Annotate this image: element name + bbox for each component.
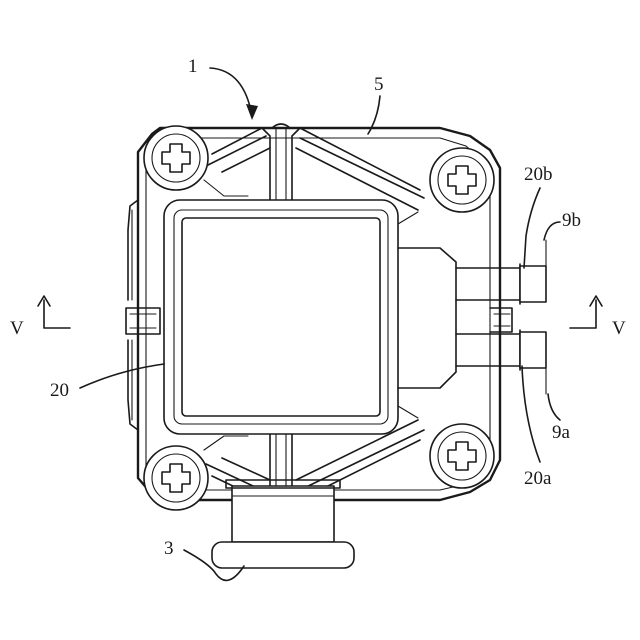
label-terminal-lower: 9a: [552, 422, 571, 443]
screw-bottom-left: [144, 446, 208, 510]
section-arrow-right: [570, 296, 602, 328]
label-terminal-upper: 9b: [562, 210, 581, 231]
label-section-right: V: [612, 318, 626, 339]
label-section-left: V: [10, 318, 24, 339]
label-assembly: 1: [188, 56, 198, 77]
label-cover: 5: [374, 74, 384, 95]
label-connector: 3: [164, 538, 174, 559]
label-housing: 20: [50, 380, 69, 401]
label-housing-lower: 20a: [524, 468, 552, 489]
arrow-head-icon: [246, 104, 258, 120]
screw-top-left: [144, 126, 208, 190]
screw-bottom-right: [430, 424, 494, 488]
central-block: [164, 200, 398, 434]
connector: [212, 480, 354, 568]
screw-top-right: [430, 148, 494, 212]
section-arrow-left: [38, 296, 70, 328]
label-housing-upper: 20b: [524, 164, 553, 185]
